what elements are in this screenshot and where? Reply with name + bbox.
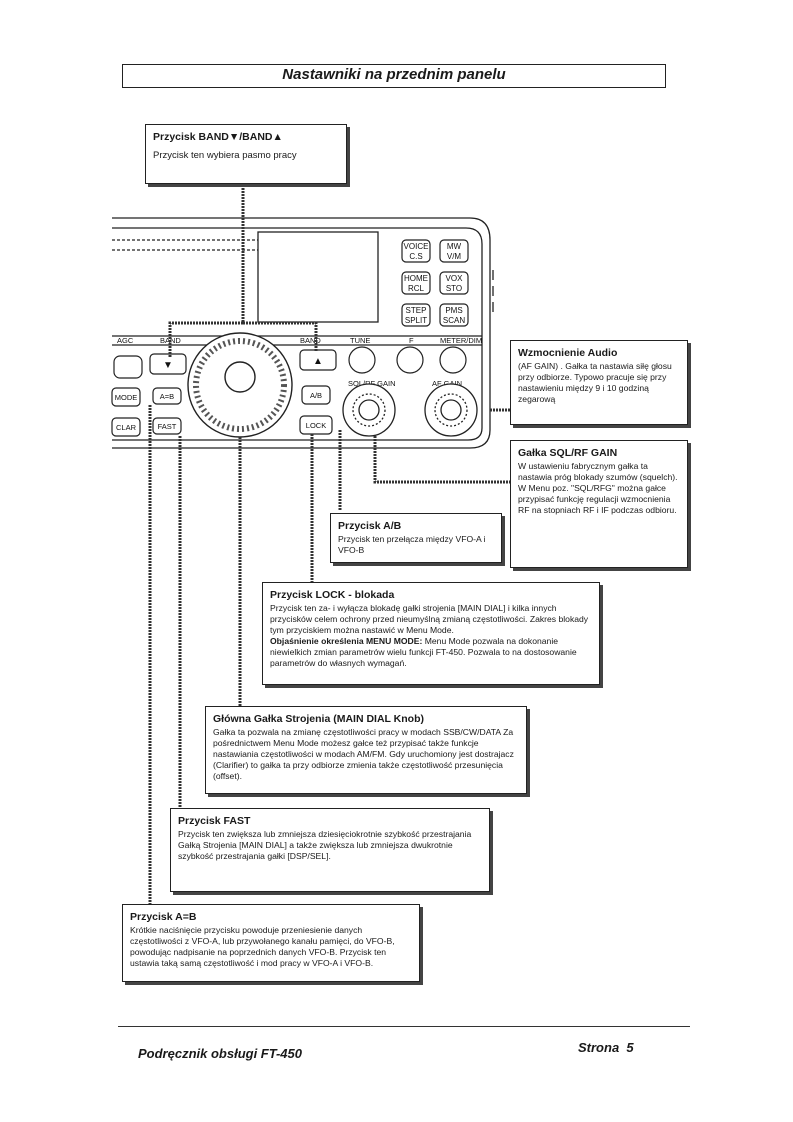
page-header: Nastawniki na przednim panelu: [122, 64, 666, 88]
clar-button-label[interactable]: CLAR: [116, 423, 137, 432]
display-window: [257, 231, 379, 323]
key-split-label[interactable]: SPLIT: [405, 316, 427, 325]
f-label: F: [409, 336, 414, 345]
callout-lock: Przycisk LOCK - blokada Przycisk ten za-…: [262, 582, 600, 685]
callout-band-title: Przycisk BAND▼/BAND▲: [153, 131, 283, 143]
lock-label[interactable]: LOCK: [306, 421, 326, 430]
callout-lock-text2: Menu Mode pozwala na dokonanie niewielki…: [270, 636, 577, 668]
down-triangle-icon: ▼: [163, 360, 173, 371]
mode-button-label[interactable]: MODE: [115, 393, 138, 402]
lock-button[interactable]: [299, 415, 333, 435]
callout-ab-text: Przycisk ten przełącza między VFO-A i VF…: [338, 534, 486, 555]
key-cs-label[interactable]: C.S: [409, 252, 422, 261]
af-gain-label: AF GAIN: [432, 379, 462, 388]
key-home-label[interactable]: HOME: [404, 274, 428, 283]
main-dial-knob[interactable]: [187, 332, 293, 438]
key-voice-label[interactable]: VOICE: [404, 242, 429, 251]
callout-lock-bold: Objaśnienie określenia MENU MODE:: [270, 636, 423, 646]
band-down-button[interactable]: [149, 353, 187, 375]
key-rcl-label[interactable]: RCL: [408, 284, 425, 293]
callout-a-eq-b-title: Przycisk A=B: [130, 911, 197, 923]
callout-audio-text: (AF GAIN) . Gałka ta nastawia siłę głosu…: [518, 361, 672, 404]
a-eq-b-button[interactable]: [152, 387, 182, 405]
a-b-button[interactable]: [301, 385, 331, 405]
callout-ab-title: Przycisk A/B: [338, 520, 402, 532]
footer-manual-title: Podręcznik obsługi FT-450: [138, 1046, 302, 1061]
callout-main-dial: Główna Gałka Strojenia (MAIN DIAL Knob) …: [205, 706, 527, 794]
agc-label: AGC: [117, 336, 134, 345]
callout-band: Przycisk BAND▼/BAND▲ Przycisk ten wybier…: [145, 124, 347, 184]
callout-sql-title: Gałka SQL/RF GAIN: [518, 447, 618, 459]
callout-audio-title: Wzmocnienie Audio: [518, 347, 618, 359]
callout-fast-text: Przycisk ten zwiększa lub zmniejsza dzie…: [178, 829, 472, 861]
page-number: Strona 5: [578, 1040, 634, 1055]
callout-main-dial-title: Główna Gałka Strojenia (MAIN DIAL Knob): [213, 713, 424, 725]
key-vox-label[interactable]: VOX: [446, 274, 464, 283]
callout-fast: Przycisk FAST Przycisk ten zwiększa lub …: [170, 808, 490, 892]
tune-label: TUNE: [350, 336, 370, 345]
key-scan-label[interactable]: SCAN: [443, 316, 465, 325]
callout-lock-text: Przycisk ten za- i wyłącza blokadę gałki…: [270, 603, 589, 635]
fast-button[interactable]: [152, 417, 182, 435]
panel-outline: [112, 217, 491, 449]
meter-dim-label: METER/DIM: [440, 336, 482, 345]
callout-main-dial-text: Gałka ta pozwala na zmianę częstotliwośc…: [213, 727, 514, 781]
callout-sql: Gałka SQL/RF GAIN W ustawieniu fabryczny…: [510, 440, 688, 568]
a-b-label[interactable]: A/B: [310, 391, 322, 400]
key-mw-label[interactable]: MW: [447, 242, 462, 251]
keypad: [401, 239, 469, 327]
fast-label[interactable]: FAST: [158, 422, 177, 431]
callout-audio: Wzmocnienie Audio (AF GAIN) . Gałka ta n…: [510, 340, 688, 425]
key-vm-label[interactable]: V/M: [447, 252, 462, 261]
key-step-label[interactable]: STEP: [406, 306, 427, 315]
up-triangle-icon: ▲: [313, 356, 323, 367]
page-title: Nastawniki na przednim panelu: [282, 66, 506, 83]
callout-a-eq-b: Przycisk A=B Krótkie naciśnięcie przycis…: [122, 904, 420, 982]
callout-lock-title: Przycisk LOCK - blokada: [270, 589, 395, 601]
band-up-button[interactable]: [299, 349, 337, 371]
a-eq-b-label[interactable]: A=B: [160, 392, 174, 401]
key-pms-label[interactable]: PMS: [445, 306, 462, 315]
callout-a-eq-b-text: Krótkie naciśnięcie przycisku powoduje p…: [130, 925, 395, 968]
key-sto-label[interactable]: STO: [446, 284, 462, 293]
callout-ab: Przycisk A/B Przycisk ten przełącza międ…: [330, 513, 502, 563]
band-up-label: BAND: [300, 336, 321, 345]
callout-fast-title: Przycisk FAST: [178, 815, 251, 827]
callout-band-text: Przycisk ten wybiera pasmo pracy: [153, 150, 297, 161]
callout-sql-text: W ustawieniu fabrycznym gałka ta nastawi…: [518, 461, 678, 515]
footer-rule: [118, 1026, 690, 1027]
